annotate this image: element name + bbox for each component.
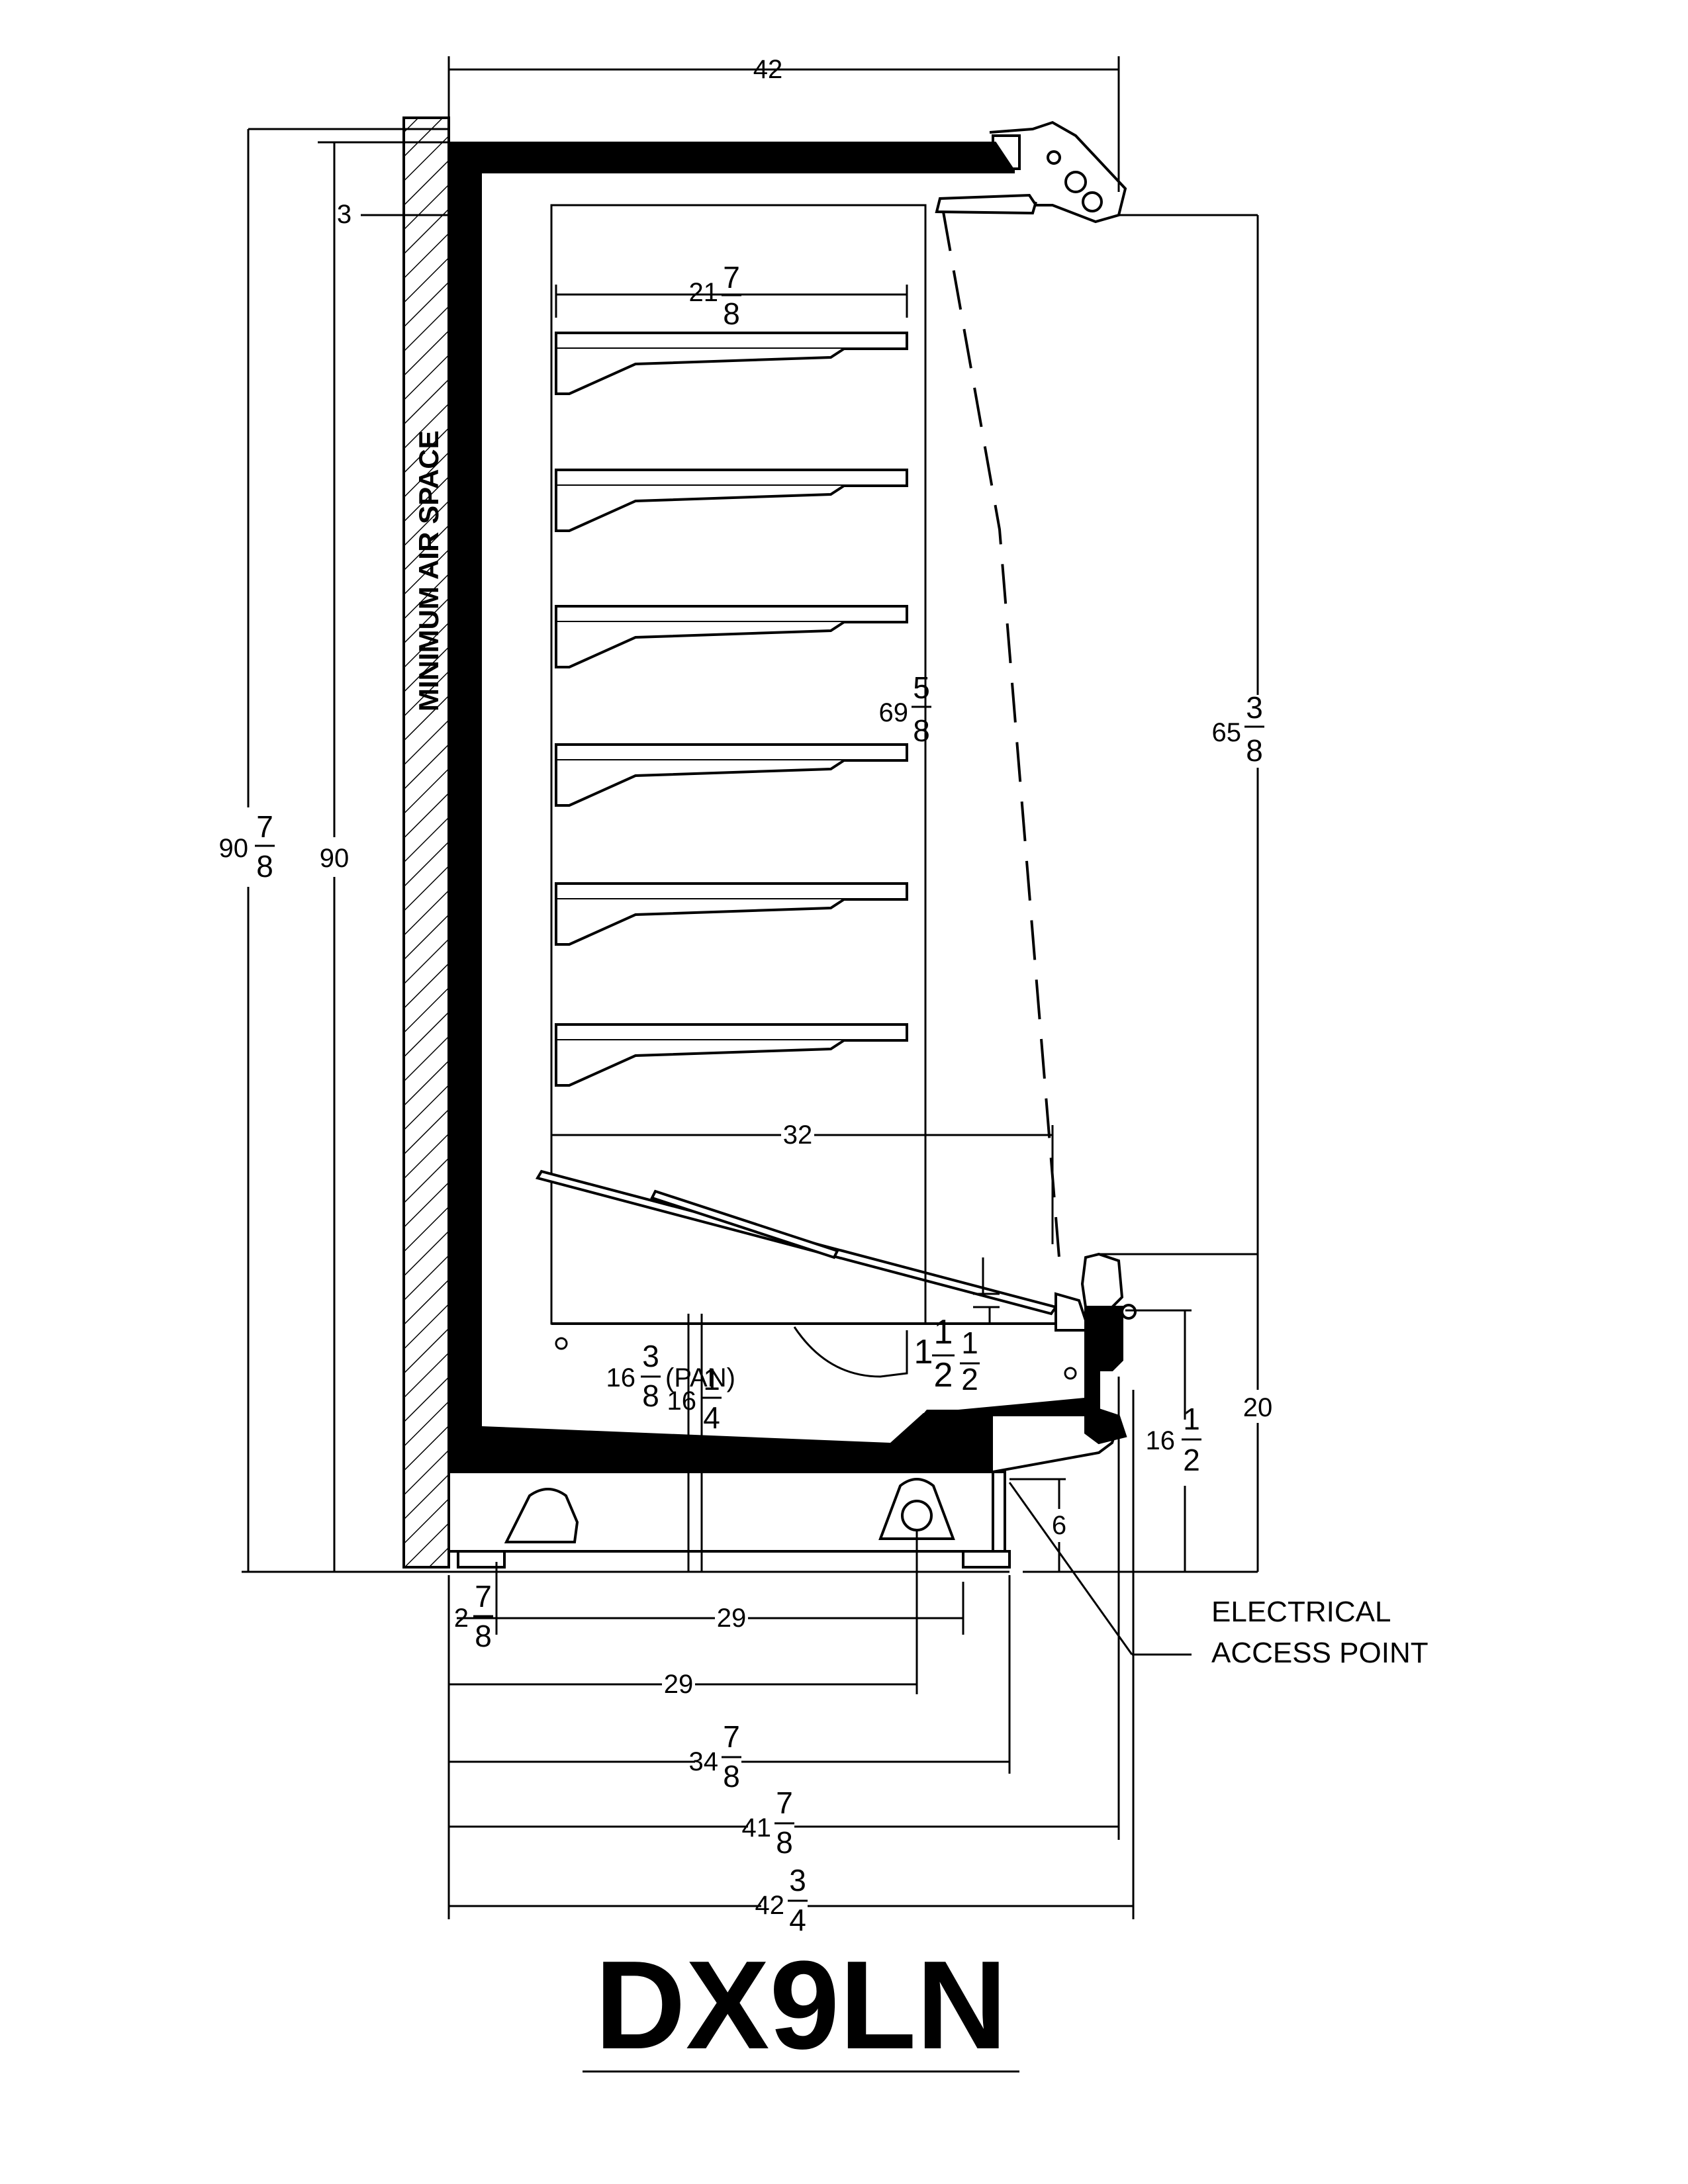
dim-foot-offset-num: 7 — [475, 1579, 492, 1614]
dim-front-height-whole: 65 — [1212, 718, 1242, 747]
dim-pan2-whole: 16 — [667, 1387, 697, 1416]
dim-leg-6: 6 — [1052, 1511, 1066, 1540]
dim-shelf-depth-den: 8 — [723, 296, 740, 331]
dim-depth-c-whole: 42 — [755, 1891, 785, 1920]
electrical-label-line1: ELECTRICAL — [1211, 1596, 1391, 1628]
dim-depth-c-den: 4 — [789, 1903, 806, 1937]
fraction-bars — [255, 294, 1264, 1902]
front-rail — [992, 1252, 1137, 1473]
dim-inner-height-den: 8 — [913, 713, 930, 748]
electrical-label-line2: ACCESS POINT — [1211, 1637, 1429, 1669]
air-space-label: MINIMUM AIR SPACE — [413, 430, 444, 711]
shelf — [555, 469, 908, 532]
pan — [555, 1326, 1077, 1380]
shelf — [555, 743, 908, 807]
pan-label: (PAN) — [665, 1363, 735, 1392]
dim-overall-height-num: 7 — [256, 809, 273, 844]
air-space-wall: MINIMUM AIR SPACE — [402, 116, 450, 1569]
air-curtain-line — [942, 211, 1060, 1258]
dim-deck-depth: 32 — [783, 1120, 813, 1150]
dimension-labels: 42 3 21 7 8 69 5 8 65 3 8 90 7 8 90 32 1… — [219, 55, 1273, 1937]
dim-overall-height-den: 8 — [256, 849, 273, 884]
dim-leg-span-a: 29 — [717, 1604, 747, 1633]
case-body — [449, 142, 1099, 1472]
dim-foot-offset-den: 8 — [475, 1619, 492, 1653]
canopy-light — [935, 120, 1127, 224]
shelf — [555, 332, 908, 395]
shelves — [555, 332, 908, 1087]
dim-pan-den: 8 — [642, 1379, 659, 1413]
dim-step-num: 1 — [934, 1313, 953, 1351]
dim-inner-height-num: 5 — [913, 670, 930, 705]
dimension-lines — [242, 56, 1259, 2073]
shelf — [555, 1023, 908, 1087]
shelf — [555, 605, 908, 668]
dim-front-height-den: 8 — [1246, 733, 1263, 768]
dim-depth-c-num: 3 — [789, 1863, 806, 1897]
dim-step-b-den: 2 — [961, 1362, 978, 1396]
dim-height-90: 90 — [320, 844, 350, 873]
dim-base-20: 20 — [1243, 1393, 1273, 1422]
dim-foot-offset-whole: 2 — [454, 1604, 469, 1633]
dim-air-gap: 3 — [337, 200, 352, 229]
dim-depth-b-num: 7 — [776, 1786, 793, 1820]
dim-inner-height-whole: 69 — [879, 698, 909, 727]
dim-depth-b-den: 8 — [776, 1825, 793, 1860]
dim-shelf-depth-num: 7 — [723, 260, 740, 295]
dim-depth-a-den: 8 — [723, 1759, 740, 1794]
dim-depth-b-whole: 41 — [742, 1813, 772, 1843]
dim-overall-height-whole: 90 — [219, 834, 249, 863]
dim-leg-span-b: 29 — [664, 1670, 694, 1699]
deck — [535, 1169, 1058, 1325]
dim-bumper-den: 2 — [1183, 1443, 1200, 1477]
model-title: DX9LN — [595, 1935, 1008, 2075]
dim-pan-whole: 16 — [606, 1363, 636, 1392]
base — [447, 1471, 1011, 1569]
dim-shelf-depth-whole: 21 — [689, 278, 719, 307]
dim-bumper-whole: 16 — [1146, 1426, 1176, 1455]
dim-pan-num: 3 — [642, 1339, 659, 1373]
dim-step-den: 2 — [934, 1356, 953, 1394]
dim-depth-a-num: 7 — [723, 1719, 740, 1754]
dim-pan2-num: 1 — [703, 1362, 720, 1396]
dim-depth-a-whole: 34 — [689, 1747, 719, 1776]
dim-top-width: 42 — [753, 55, 783, 84]
dim-bumper-num: 1 — [1183, 1402, 1200, 1436]
dim-pan2-den: 4 — [703, 1400, 720, 1435]
dim-step-b-num: 1 — [961, 1326, 978, 1360]
dim-step-whole: 1 — [914, 1333, 933, 1371]
dim-front-height-num: 3 — [1246, 690, 1263, 725]
shelf — [555, 882, 908, 946]
